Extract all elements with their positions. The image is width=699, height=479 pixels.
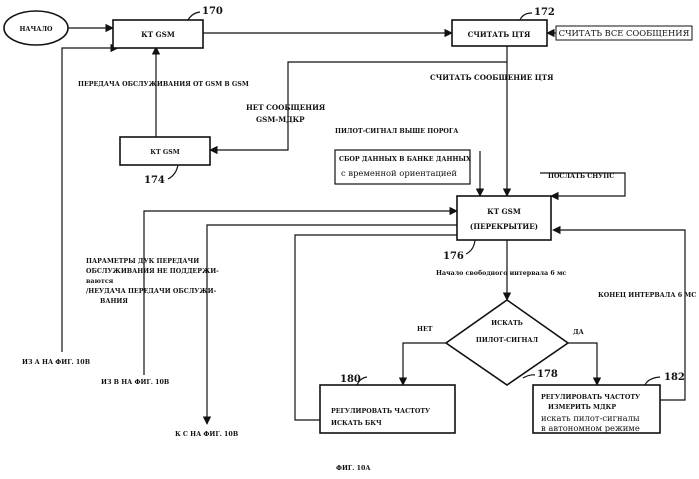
start-node: НАЧАЛО bbox=[4, 11, 68, 45]
box182-label-3: искать пилот-сигналы bbox=[541, 413, 640, 423]
start-gap-label: Начало свободного интервала 6 мс bbox=[436, 270, 566, 277]
kt-gsm-174-box: КТ GSM bbox=[120, 137, 210, 165]
kt-gsm-170-label: КТ GSM bbox=[141, 30, 175, 39]
leader-182 bbox=[645, 377, 660, 385]
kt-gsm-overlap-176-box: КТ GSM (ПЕРЕКРЫТИЕ) bbox=[457, 196, 551, 240]
box182-label-2: ИЗМЕРИТЬ МДКР bbox=[548, 404, 616, 411]
ref-174: 174 bbox=[144, 175, 165, 186]
ref-170: 170 bbox=[202, 6, 223, 17]
leader-176 bbox=[466, 240, 475, 254]
ref-182: 182 bbox=[664, 372, 685, 383]
kt-gsm-174-label: КТ GSM bbox=[150, 149, 180, 156]
start-label: НАЧАЛО bbox=[19, 26, 53, 33]
read-msg-label: СЧИТАТЬ СООБЩЕНИЕ ЦТЯ bbox=[430, 73, 554, 82]
box180-label-1: РЕГУЛИРОВАТЬ ЧАСТОТУ bbox=[331, 408, 431, 415]
end-gap-label: КОНЕЦ ИНТЕРВАЛА 6 МС bbox=[598, 292, 696, 299]
params-label-3: ваются bbox=[86, 278, 114, 285]
collect-data-box: СБОР ДАННЫХ В БАНКЕ ДАННЫХ с временной о… bbox=[335, 150, 471, 184]
ref-172: 172 bbox=[534, 7, 555, 18]
leader-172 bbox=[520, 13, 532, 20]
ref-178: 178 bbox=[537, 369, 558, 380]
edge-178-no-to-180 bbox=[403, 343, 446, 385]
from-a-label: ИЗ А НА ФИГ. 10В bbox=[22, 359, 90, 366]
collect-label-2: с временной ориентацией bbox=[341, 168, 457, 178]
decision-label-1: ИСКАТЬ bbox=[491, 320, 523, 327]
figure-caption: ФИГ. 10А bbox=[336, 465, 371, 472]
no-msg-label-1: НЕТ СООБЩЕНИЯ bbox=[246, 103, 326, 112]
params-label-4: /НЕУДАЧА ПЕРЕДАЧИ ОБСЛУЖИ- bbox=[86, 288, 217, 295]
leader-174 bbox=[168, 165, 178, 179]
no-msg-label-2: GSM-МДКР bbox=[256, 115, 305, 124]
params-label-1: ПАРАМЕТРЫ ДУК ПЕРЕДАЧИ bbox=[86, 258, 199, 265]
read-all-box: СЧИТАТЬ ВСЕ СООБЩЕНИЯ bbox=[556, 26, 692, 40]
no-label: НЕТ bbox=[417, 326, 433, 333]
from-b-label: ИЗ В НА ФИГ. 10В bbox=[101, 379, 169, 386]
params-label-5: ВАНИЯ bbox=[100, 298, 128, 305]
box182-label-1: РЕГУЛИРОВАТЬ ЧАСТОТУ bbox=[541, 394, 641, 401]
decision-label-2: ПИЛОТ-СИГНАЛ bbox=[476, 337, 539, 344]
read-cta-label: СЧИТАТЬ ЦТЯ bbox=[468, 30, 531, 39]
ref-180: 180 bbox=[340, 374, 361, 385]
params-label-2: ОБСЛУЖИВАНИЯ НЕ ПОДДЕРЖИ- bbox=[86, 268, 219, 275]
to-c-label: К С НА ФИГ. 10В bbox=[175, 431, 238, 438]
adjust-measure-182-box: РЕГУЛИРОВАТЬ ЧАСТОТУ ИЗМЕРИТЬ МДКР искат… bbox=[533, 385, 660, 433]
read-all-label: СЧИТАТЬ ВСЕ СООБЩЕНИЯ bbox=[559, 28, 690, 38]
box182-label-4: в автономном режиме bbox=[541, 423, 640, 433]
ref-176: 176 bbox=[443, 251, 464, 262]
collect-label-1: СБОР ДАННЫХ В БАНКЕ ДАННЫХ bbox=[339, 156, 471, 163]
adjust-frequency-180-box: РЕГУЛИРОВАТЬ ЧАСТОТУ ИСКАТЬ БКЧ bbox=[320, 385, 455, 433]
overlap-label-2: (ПЕРЕКРЫТИЕ) bbox=[470, 222, 538, 231]
box180-label-2: ИСКАТЬ БКЧ bbox=[331, 420, 382, 427]
edge-178-yes-to-182 bbox=[568, 343, 597, 385]
leader-178 bbox=[523, 375, 535, 378]
kt-gsm-170-box: КТ GSM bbox=[113, 20, 203, 48]
send-sync-label: ПОСЛАТЬ СНУПС bbox=[548, 173, 614, 180]
edge-from-a-to-170 bbox=[62, 48, 118, 352]
handover-label: ПЕРЕДАЧА ОБСЛУЖИВАНИЯ ОТ GSM В GSM bbox=[78, 81, 249, 88]
pilot-above-label: ПИЛОТ-СИГНАЛ ВЫШЕ ПОРОГА bbox=[335, 128, 459, 135]
overlap-label-1: КТ GSM bbox=[487, 207, 521, 216]
yes-label: ДА bbox=[573, 329, 585, 336]
read-cta-172-box: СЧИТАТЬ ЦТЯ bbox=[452, 20, 547, 46]
leader-170 bbox=[188, 12, 200, 20]
